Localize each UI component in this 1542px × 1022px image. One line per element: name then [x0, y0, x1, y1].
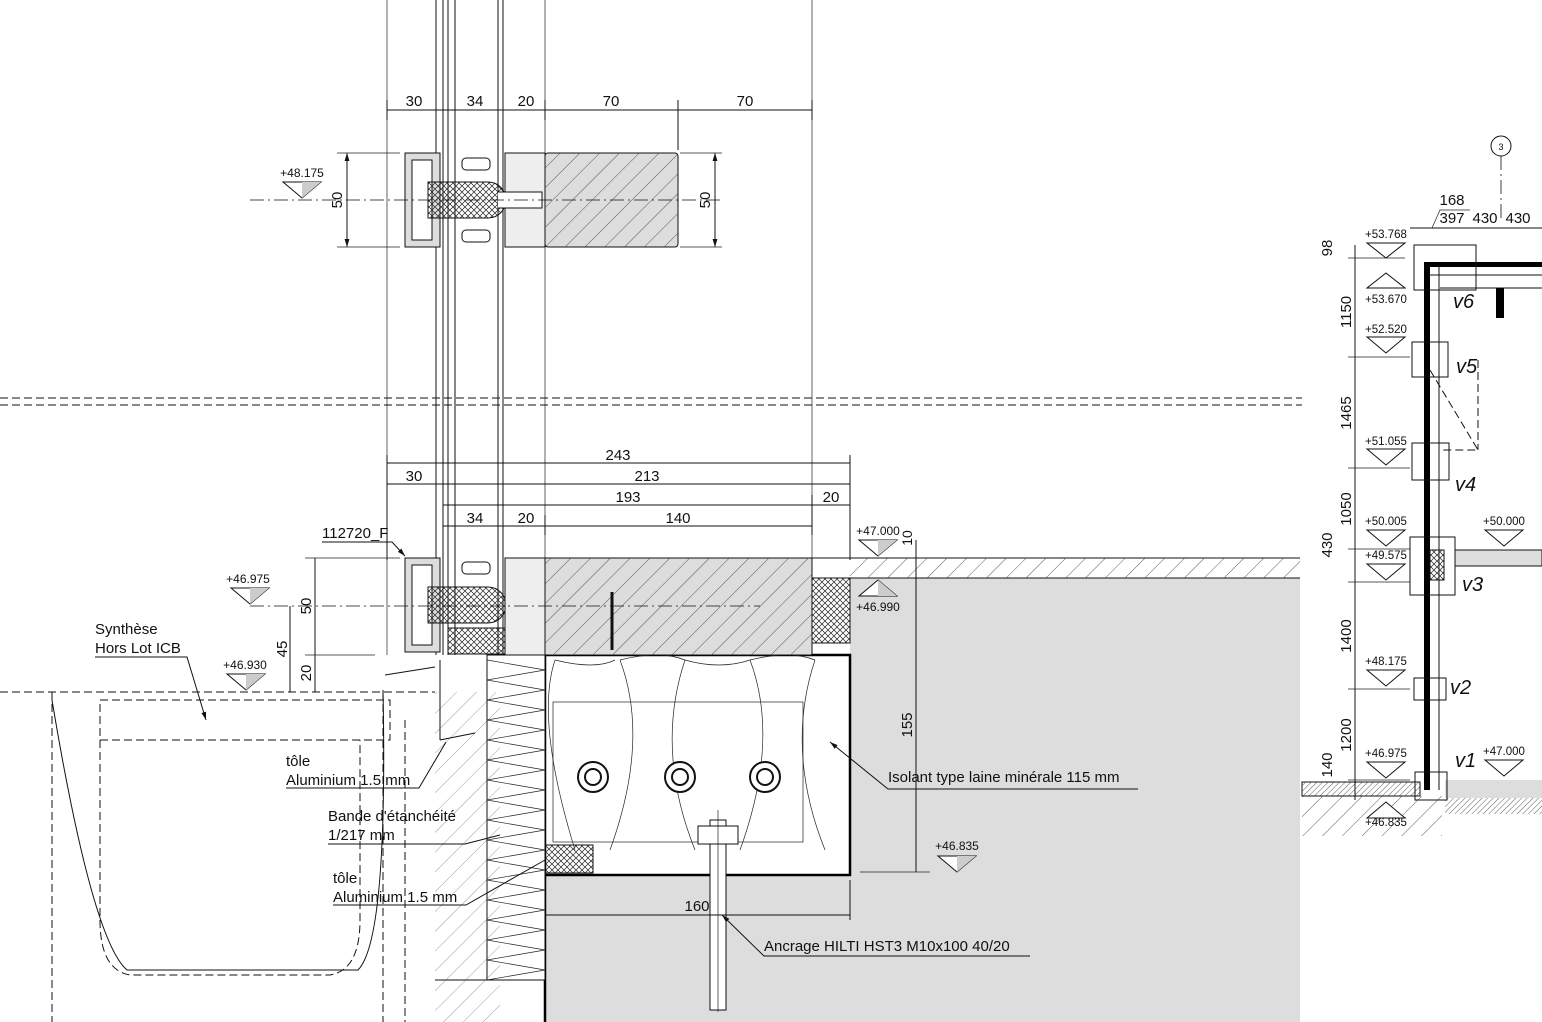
- bande-size-label: 1/217 mm: [328, 827, 395, 844]
- dim-160: 160: [684, 898, 709, 915]
- dim-430a: 430: [1472, 210, 1497, 227]
- dim-10: 10: [899, 530, 915, 546]
- level-46930: +46.930: [223, 658, 267, 672]
- level-46990: +46.990: [856, 600, 900, 614]
- dim-50: 50: [298, 598, 315, 615]
- dim-20c: 20: [298, 665, 315, 682]
- tole-label: tôle: [286, 753, 310, 770]
- level-52520: +52.520: [1365, 324, 1407, 336]
- level-46835: +46.835: [935, 839, 979, 853]
- profile-label: 112720_F: [322, 525, 388, 542]
- synthese-label-2: Hors Lot ICB: [95, 640, 181, 657]
- height-50-right: 50: [697, 192, 714, 209]
- isolant-label: Isolant type laine minérale 115 mm: [888, 769, 1120, 786]
- level-51055: +51.055: [1365, 436, 1407, 448]
- ancrage-label: Ancrage HILTI HST3 M10x100 40/20: [764, 938, 1010, 955]
- height-140: 140: [1319, 752, 1336, 777]
- elevation-level-markers: [1365, 242, 1525, 819]
- dim-20: 20: [823, 489, 840, 506]
- tag-v5: v5: [1456, 356, 1478, 378]
- dim-430b: 430: [1505, 210, 1530, 227]
- dim-140: 140: [665, 510, 690, 527]
- height-1400: 1400: [1338, 619, 1355, 652]
- height-1465: 1465: [1338, 396, 1355, 429]
- tag-v2: v2: [1450, 677, 1471, 699]
- level-48175: +48.175: [1365, 656, 1407, 668]
- dim-20: 20: [518, 93, 535, 110]
- dim-30: 30: [406, 93, 423, 110]
- dim-70a: 70: [603, 93, 620, 110]
- level-46835: +46.835: [1365, 817, 1407, 829]
- level-47000: +47.000: [856, 524, 900, 538]
- tole-material-label: Aluminium 1.5 mm: [286, 772, 410, 789]
- break-lines: [0, 397, 1302, 406]
- level-47000: +47.000: [1483, 746, 1525, 758]
- level-46975: +46.975: [1365, 748, 1407, 760]
- bolt-icons: [577, 761, 781, 793]
- tag-v4: v4: [1455, 474, 1476, 496]
- tag-v1: v1: [1455, 750, 1476, 772]
- height-1050: 1050: [1338, 492, 1355, 525]
- dim-213: 213: [634, 468, 659, 485]
- dim-30: 30: [406, 468, 423, 485]
- height-98: 98: [1319, 240, 1336, 257]
- tag-v3: v3: [1462, 574, 1483, 596]
- tag-v6: v6: [1453, 291, 1475, 313]
- bottom-detail: 243 213 30 193 20 34 20 140 50 45 20 10 …: [0, 447, 1300, 1022]
- height-50-left: 50: [329, 192, 346, 209]
- dim-243: 243: [605, 447, 630, 464]
- height-1200: 1200: [1338, 718, 1355, 751]
- synthese-label: Synthèse: [95, 621, 158, 638]
- dim-397: 397: [1439, 210, 1464, 227]
- dim-20b: 20: [518, 510, 535, 527]
- dim-193: 193: [615, 489, 640, 506]
- dim-34: 34: [467, 510, 484, 527]
- level-50000: +50.000: [1483, 516, 1525, 528]
- level-46975: +46.975: [226, 572, 270, 586]
- level-markers: [225, 539, 978, 873]
- level-49575: +49.575: [1365, 550, 1407, 562]
- level-50005: +50.005: [1365, 516, 1407, 528]
- dim-168: 168: [1439, 192, 1464, 209]
- level-53670: +53.670: [1365, 294, 1407, 306]
- gutter-channel: [0, 660, 500, 1022]
- height-1150: 1150: [1338, 296, 1355, 328]
- level-53768: +53.768: [1365, 229, 1407, 241]
- dim-34: 34: [467, 93, 484, 110]
- grid-label: 3: [1498, 142, 1503, 152]
- dim-45: 45: [274, 641, 291, 658]
- height-430: 430: [1319, 532, 1336, 557]
- dim-70b: 70: [737, 93, 754, 110]
- bande-label: Bande d'étanchéité: [328, 808, 456, 825]
- concrete-slab: [545, 578, 1300, 1022]
- elevation-view: 3 168 397 430 430 v6 v5 v4 v3 v2 v1: [1301, 0, 1542, 1022]
- level-48175: +48.175: [280, 166, 324, 180]
- tole-label-2: tôle: [333, 870, 357, 887]
- tole-material-label-2: Aluminium 1.5 mm: [333, 889, 457, 906]
- top-detail: 30 34 20 70 70 +48.175 50 50: [250, 93, 813, 248]
- dim-155: 155: [899, 712, 916, 737]
